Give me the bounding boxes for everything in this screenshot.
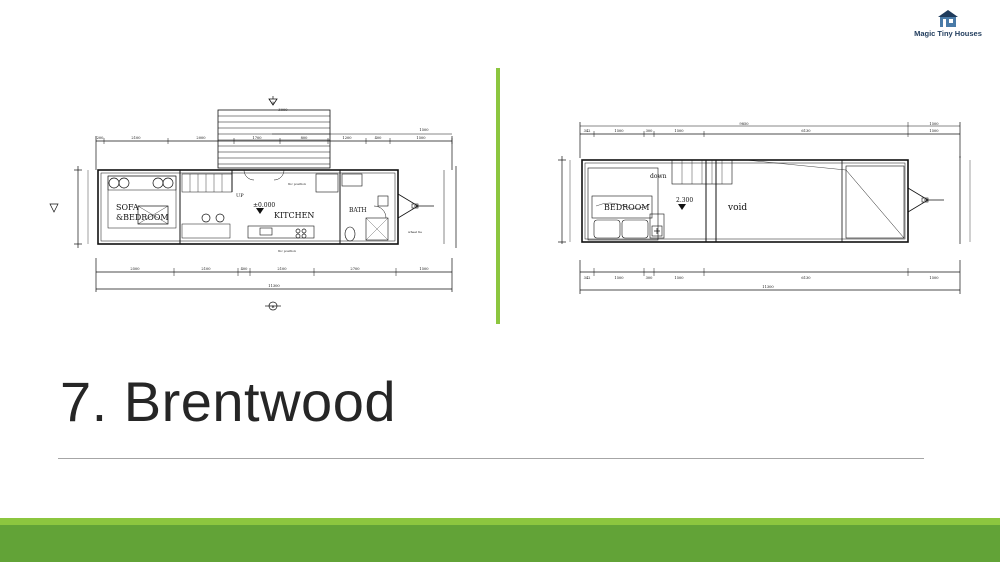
gf-dim-top-1: 200 — [97, 136, 105, 140]
brand-logo: Magic Tiny Houses — [908, 8, 988, 38]
room-label-bath: BATH — [349, 207, 367, 214]
uf-dim-top-outer-2: 1500 — [929, 122, 939, 126]
plan-divider — [496, 68, 500, 324]
gf-dim-bottom-4: 2100 — [277, 267, 287, 271]
gf-dim-top-2: 2100 — [131, 136, 141, 140]
gf-dim-top-3: 2000 — [196, 136, 206, 140]
gf-note-2: tbc position — [278, 249, 296, 253]
footer-band-dark — [0, 525, 1000, 562]
uf-dim-bottom-1: 342 — [584, 276, 591, 280]
stairs-up-label: UP — [236, 193, 244, 199]
gf-dim-bottom-1: 2500 — [130, 267, 140, 271]
uf-dim-top-3: 300 — [646, 129, 654, 133]
section-b-label: B — [272, 304, 275, 309]
uf-dim-bottom-5: 6130 — [801, 276, 811, 280]
slide-title: 7. Brentwood — [60, 370, 396, 433]
gf-dim-bottom-2: 2100 — [201, 267, 211, 271]
brand-name: Magic Tiny Houses — [914, 29, 982, 38]
uf-dim-top-1: 342 — [584, 129, 591, 133]
uf-level-label: 2.300 — [676, 197, 693, 204]
uf-dim-top-outer-1: 9850 — [739, 122, 749, 126]
gf-dim-bottom-5: 2700 — [350, 267, 360, 271]
room-label-kitchen: KITCHEN — [274, 211, 314, 220]
gf-dim-overall: 11300 — [268, 284, 280, 288]
upper-floor-plan: 342 1500 300 1500 6130 1500 9850 1500 — [540, 120, 980, 300]
ground-floor-plan: 200 2100 2000 1700 800 1200 400 1500 150… — [48, 96, 468, 316]
room-label-void: void — [727, 203, 747, 213]
gf-note-1: tbc position — [288, 182, 306, 186]
footer-band-light — [0, 518, 1000, 525]
title-underline — [58, 458, 924, 459]
uf-dim-bottom-6: 1500 — [929, 276, 939, 280]
gf-dim-top-outer: 1500 — [419, 128, 429, 132]
gf-note-3: wheel tie — [408, 230, 422, 234]
gf-dim-top-4: 1700 — [252, 136, 262, 140]
stairs-down-label: down — [650, 173, 667, 180]
gf-dim-top-6: 1200 — [342, 136, 352, 140]
room-label-bedroom: BEDROOM — [604, 203, 649, 212]
house-icon — [938, 10, 958, 27]
uf-dim-top-6: 1500 — [929, 129, 939, 133]
uf-dim-bottom-2: 1500 — [614, 276, 624, 280]
uf-dim-bottom-4: 1500 — [674, 276, 684, 280]
room-label-sofa-bedroom: &BEDROOM — [116, 213, 169, 222]
gf-level-label: ±0.000 — [253, 202, 275, 209]
uf-dim-overall: 11300 — [762, 285, 774, 289]
room-label-sofa: SOFA — [116, 203, 139, 212]
gf-dim-top-8: 1500 — [416, 136, 426, 140]
uf-dim-top-2: 1500 — [614, 129, 624, 133]
section-a-label: A — [271, 100, 275, 105]
gf-dim-top-5: 800 — [301, 136, 309, 140]
uf-dim-top-5: 6130 — [801, 129, 811, 133]
uf-dim-top-4: 1500 — [674, 129, 684, 133]
gf-dim-top-7: 400 — [375, 136, 383, 140]
gf-dim-bottom-6: 1500 — [419, 267, 429, 271]
uf-dim-bottom-3: 300 — [646, 276, 654, 280]
gf-dim-bottom-3: 400 — [241, 267, 249, 271]
